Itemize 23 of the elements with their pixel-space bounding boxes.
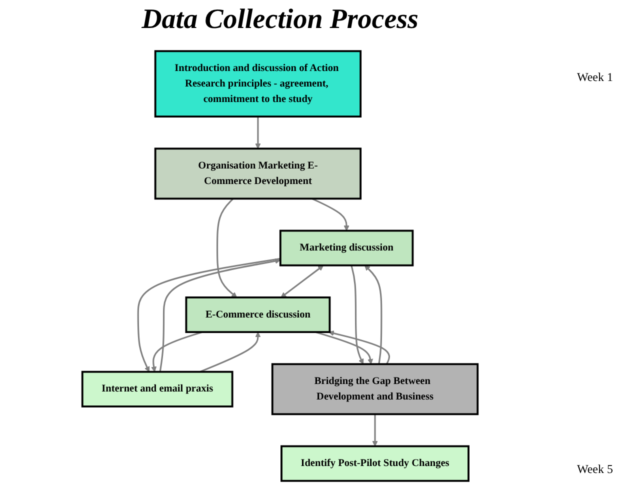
arrow <box>199 332 261 373</box>
arrow <box>364 265 382 364</box>
node-box: Organisation Marketing E-Commerce Development <box>154 148 362 200</box>
node-box: Introduction and discussion of Action Research principles - agreement, commitment to the study <box>154 50 362 118</box>
node-box: Identify Post-Pilot Study Changes <box>280 445 470 482</box>
arrow <box>328 330 390 364</box>
node-box: Marketing discussion <box>279 230 414 266</box>
arrow <box>350 265 364 364</box>
arrow <box>312 198 350 231</box>
arrow <box>151 331 203 372</box>
arrow <box>137 258 281 372</box>
arrow <box>280 265 324 298</box>
arrow <box>216 198 238 298</box>
arrow <box>255 116 261 149</box>
arrow <box>315 331 374 364</box>
week-label: Week 1 <box>576 70 613 85</box>
node-box: E-Commerce discussion <box>185 296 331 334</box>
node-box: Bridging the Gap Between Development and Business <box>271 363 479 416</box>
node-box: Internet and email praxis <box>81 370 234 408</box>
week-label: Week 5 <box>576 462 613 477</box>
arrow <box>159 258 281 372</box>
diagram-title: Data Collection Process <box>140 4 420 36</box>
arrow <box>372 414 378 446</box>
